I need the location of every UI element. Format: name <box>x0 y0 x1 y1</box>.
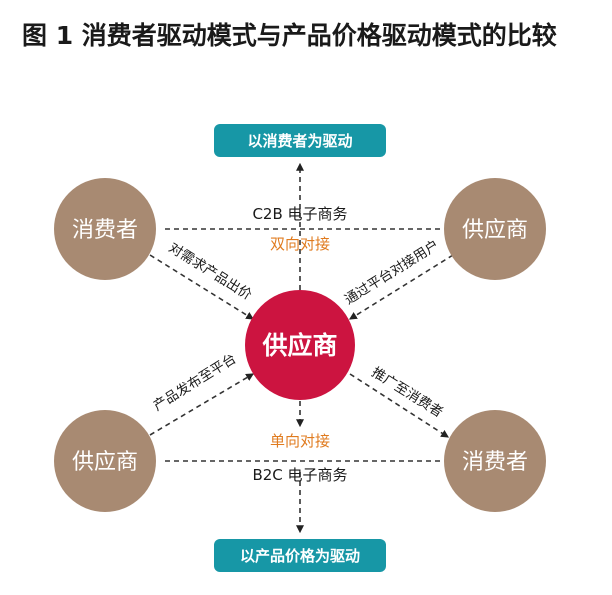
arrow-top-right-to-center <box>348 254 454 320</box>
bottom-box <box>214 539 386 572</box>
promote-consumer-label: 推广至消费者 <box>369 364 446 420</box>
arrow-bottom-left-to-center <box>149 373 255 436</box>
node-center-supplier <box>245 290 355 400</box>
node-top-right-label: 供应商 <box>462 218 528 243</box>
node-center-label: 供应商 <box>261 331 337 360</box>
node-bottom-right-consumer <box>444 410 546 512</box>
node-top-left-label: 消费者 <box>72 218 138 243</box>
figure-title: 图 1 消费者驱动模式与产品价格驱动模式的比较 <box>22 21 557 50</box>
top-box <box>214 124 386 157</box>
arrow-center-to-bottom-right <box>349 373 450 438</box>
bottom-box-label: 以产品价格为驱动 <box>240 547 360 565</box>
node-top-left-consumer <box>54 178 156 280</box>
c2b-label: C2B 电子商务 <box>252 205 347 223</box>
node-top-right-supplier <box>444 178 546 280</box>
bid-demand-label: 对需求产品出价 <box>166 240 255 304</box>
two-way-label: 双向对接 <box>270 235 330 253</box>
one-way-label: 单向对接 <box>270 432 330 450</box>
node-bottom-left-supplier <box>54 410 156 512</box>
node-bottom-left-label: 供应商 <box>72 450 138 475</box>
b2c-label: B2C 电子商务 <box>252 466 347 484</box>
node-bottom-right-label: 消费者 <box>462 450 528 475</box>
publish-product-label: 产品发布至平台 <box>151 351 240 415</box>
arrow-top-left-to-center <box>149 254 255 320</box>
top-box-label: 以消费者为驱动 <box>247 132 352 150</box>
